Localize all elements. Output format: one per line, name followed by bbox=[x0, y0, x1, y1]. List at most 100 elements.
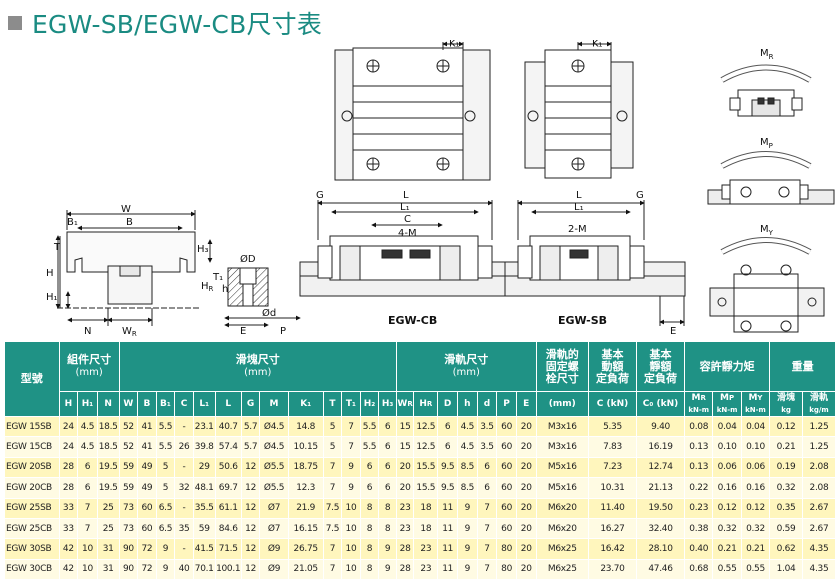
table-cell: 7 bbox=[476, 538, 498, 560]
table-cell: 6 bbox=[378, 456, 397, 479]
table-cell: 10.15 bbox=[287, 436, 324, 458]
table-cell: 16.27 bbox=[587, 517, 638, 540]
dim-wr: WR bbox=[122, 326, 137, 338]
table-cell: 61.1 bbox=[214, 497, 242, 519]
table-cell: 2.67 bbox=[801, 517, 836, 540]
table-cell: 7 bbox=[322, 558, 343, 581]
moment-mr bbox=[720, 64, 812, 117]
table-cell: 52 bbox=[118, 436, 139, 458]
table-cell: 5.7 bbox=[240, 436, 261, 458]
table-cell: 0.10 bbox=[740, 436, 771, 458]
table-cell: 6 bbox=[378, 436, 397, 458]
table-cell: 47.46 bbox=[635, 558, 686, 581]
table-cell: 0.21 bbox=[740, 538, 771, 560]
table-cell: 24 bbox=[58, 436, 79, 458]
table-cell: 20 bbox=[515, 497, 537, 519]
table-cell: - bbox=[174, 497, 194, 519]
group-rail: 滑軌尺寸(mm) bbox=[395, 341, 537, 392]
table-cell: 15.5 bbox=[413, 456, 439, 479]
table-cell: 9 bbox=[456, 517, 478, 540]
table-cell: - bbox=[174, 415, 194, 438]
table-cell: 18.5 bbox=[96, 436, 120, 458]
table-cell: 12 bbox=[240, 497, 261, 519]
table-cell: 23 bbox=[413, 558, 439, 581]
table-cell: 15.5 bbox=[413, 477, 439, 499]
table-cell: 40 bbox=[174, 558, 194, 581]
table-cell: 0.13 bbox=[684, 436, 714, 458]
table-cell: 42 bbox=[58, 538, 79, 560]
table-cell: 23.70 bbox=[587, 558, 638, 581]
table-cell: 60 bbox=[137, 497, 157, 519]
table-cell: 2.08 bbox=[801, 456, 836, 479]
table-cell: 10 bbox=[341, 558, 361, 581]
table-cell: 72 bbox=[137, 558, 157, 581]
table-cell: 60 bbox=[496, 517, 517, 540]
table-cell: 23.1 bbox=[192, 415, 216, 438]
table-cell: 21.13 bbox=[635, 477, 686, 499]
table-cell: 31 bbox=[96, 558, 120, 581]
table-cell: M6x25 bbox=[535, 538, 589, 560]
table-cell: 7 bbox=[476, 517, 498, 540]
group-bolt: 滑軌的固定螺栓尺寸 bbox=[535, 341, 589, 392]
table-cell: M3x16 bbox=[535, 436, 589, 458]
dim-e: E bbox=[240, 326, 246, 337]
table-cell: 80 bbox=[496, 558, 517, 581]
dim-g-cb: G bbox=[316, 190, 324, 201]
table-cell: 6 bbox=[476, 456, 498, 479]
table-cell: 7 bbox=[476, 558, 498, 581]
group-static: 基本靜額定負荷 bbox=[635, 341, 686, 392]
table-cell: 12.5 bbox=[413, 436, 439, 458]
table-cell: 0.32 bbox=[712, 517, 742, 540]
table-cell: 7.5 bbox=[322, 497, 343, 519]
table-cell: 16.19 bbox=[635, 436, 686, 458]
table-cell: Ø4.5 bbox=[259, 436, 289, 458]
table-cell: 0.62 bbox=[769, 538, 803, 560]
spec-table-container: 型號 組件尺寸(mm) 滑塊尺寸(mm) 滑軌尺寸(mm) 滑軌的固定螺栓尺寸 … bbox=[4, 341, 836, 584]
table-cell: 7 bbox=[77, 517, 98, 540]
table-cell: 9 bbox=[456, 497, 478, 519]
table-cell: 9.5 bbox=[437, 477, 458, 499]
table-cell: 90 bbox=[118, 558, 139, 581]
table-cell: 3.5 bbox=[476, 415, 498, 438]
col-hr: HR bbox=[413, 391, 439, 417]
table-cell: 42 bbox=[58, 558, 79, 581]
col-p: P bbox=[496, 391, 517, 417]
table-cell: 71.5 bbox=[214, 538, 242, 560]
table-cell: 59 bbox=[118, 477, 139, 499]
table-cell: 0.68 bbox=[684, 558, 714, 581]
model-cell: EGW 25CB bbox=[4, 517, 60, 540]
col-h1: H₁ bbox=[77, 391, 98, 417]
table-cell: 5 bbox=[322, 436, 343, 458]
dim-d-small: Ød bbox=[262, 307, 276, 319]
table-cell: 1.25 bbox=[801, 436, 836, 458]
label-mp: MP bbox=[760, 137, 773, 150]
table-cell: 0.08 bbox=[684, 415, 714, 438]
table-cell: 0.23 bbox=[684, 497, 714, 519]
dim-l1-sb: L₁ bbox=[574, 202, 584, 213]
dim-4m: 4-M bbox=[398, 228, 417, 239]
dim-w: W bbox=[121, 204, 131, 215]
table-cell: 16.42 bbox=[587, 538, 638, 560]
table-cell: 8 bbox=[359, 517, 380, 540]
table-cell: 0.21 bbox=[712, 538, 742, 560]
label-my: MY bbox=[760, 224, 774, 237]
table-cell: Ø5.5 bbox=[259, 456, 289, 479]
table-cell: 0.55 bbox=[740, 558, 771, 581]
table-cell: 9 bbox=[456, 558, 478, 581]
table-cell: 5.35 bbox=[587, 415, 638, 438]
table-cell: 8.5 bbox=[456, 477, 478, 499]
top-view-sb bbox=[524, 41, 634, 179]
table-cell: 5 bbox=[322, 415, 343, 438]
table-cell: 0.04 bbox=[740, 415, 771, 438]
table-cell: 20 bbox=[395, 456, 415, 479]
table-cell: 28 bbox=[58, 477, 79, 499]
table-cell: 4.5 bbox=[456, 436, 478, 458]
table-cell: 6 bbox=[359, 456, 380, 479]
table-cell: Ø4.5 bbox=[259, 415, 289, 438]
table-cell: 8 bbox=[359, 497, 380, 519]
table-cell: 6.5 bbox=[155, 497, 176, 519]
table-cell: 4.5 bbox=[456, 415, 478, 438]
table-cell: 10 bbox=[77, 538, 98, 560]
